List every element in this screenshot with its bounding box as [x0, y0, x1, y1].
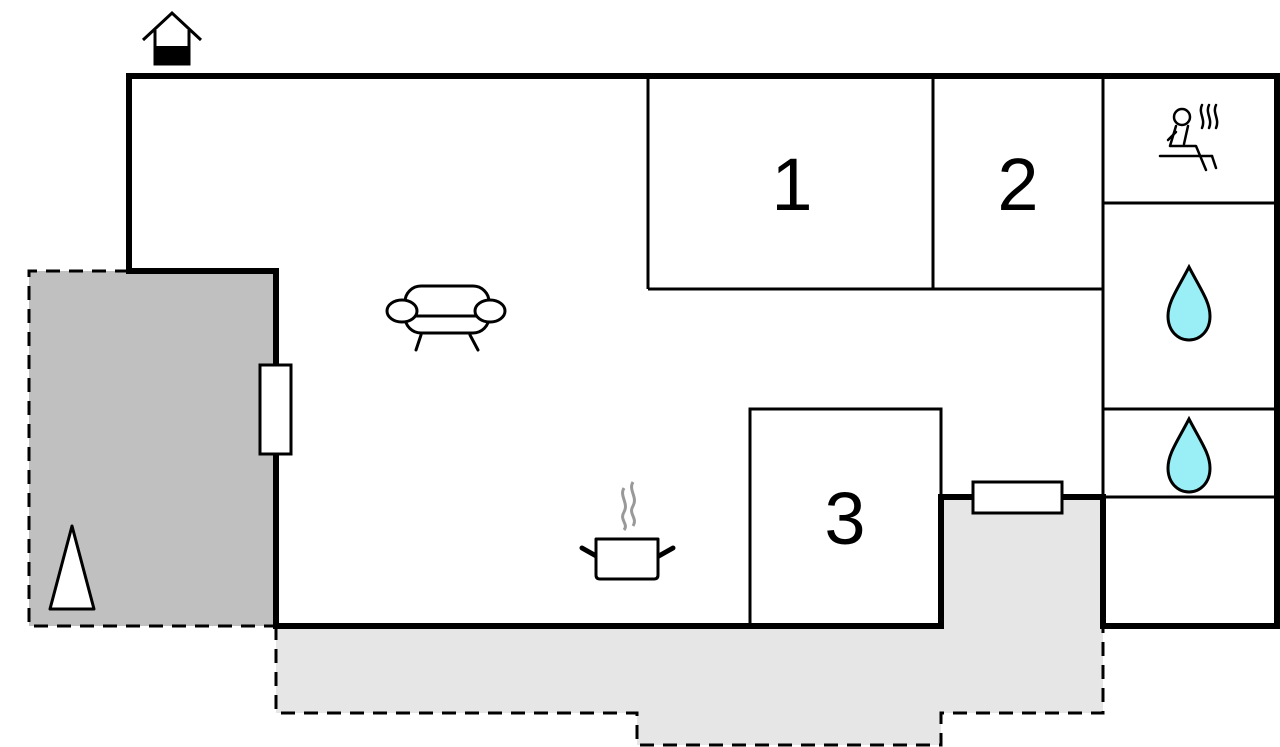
- sofa-icon: [385, 284, 507, 352]
- terrace-left-outline: [27, 269, 276, 628]
- room-2-label: 2: [997, 143, 1038, 226]
- room-1-label: 1: [771, 143, 812, 226]
- cooking-pot-icon: [579, 481, 676, 581]
- door-left: [258, 363, 293, 456]
- terrace-bottom: [276, 497, 1103, 745]
- triangle-marker-icon: [48, 524, 96, 611]
- water-drop-icon: [1166, 415, 1212, 494]
- entrance-icon: [141, 10, 203, 66]
- terrace-bottom-outline: [274, 626, 1105, 747]
- room-3-label: 3: [824, 477, 865, 560]
- sauna-icon: [1158, 103, 1219, 172]
- water-drop-icon: [1166, 263, 1212, 342]
- exterior-walls: [126, 73, 1280, 629]
- door-bottom: [971, 480, 1064, 515]
